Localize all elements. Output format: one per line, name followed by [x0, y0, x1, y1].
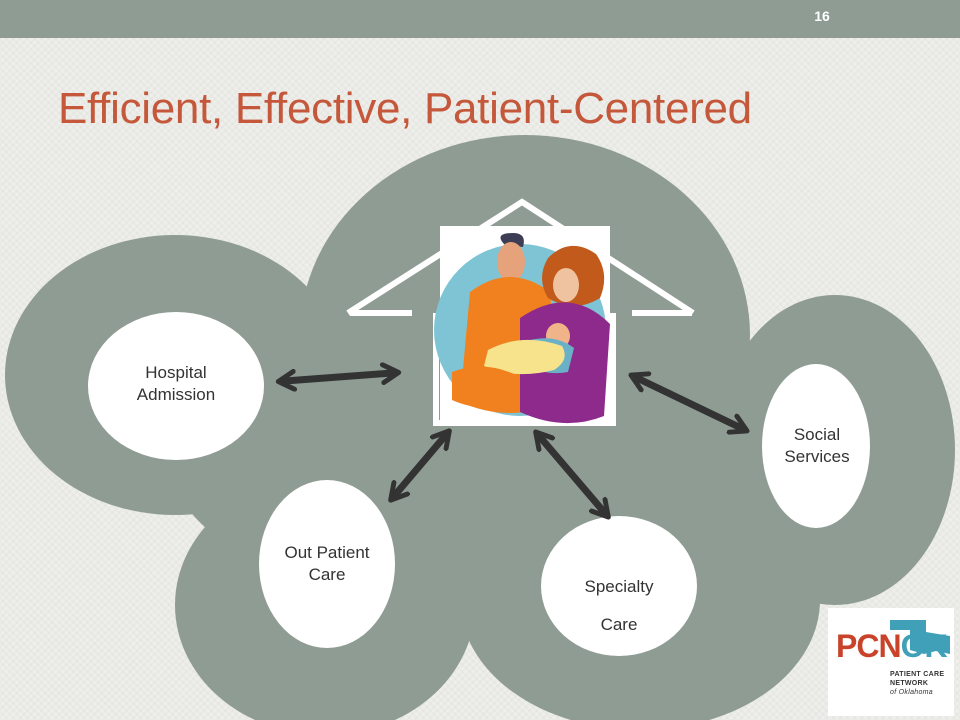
slide-title: Efficient, Effective, Patient-Centered: [58, 84, 752, 133]
specialty-care-node: [541, 516, 697, 656]
top-bar: 16: [0, 0, 960, 38]
pcnok-logo: PCNOK PATIENT CARE NETWORK of Oklahoma: [828, 608, 954, 716]
slide-number: 16: [814, 8, 830, 24]
hospital-admission-label: Hospital Admission: [136, 363, 216, 404]
arrow-hospital: [285, 373, 392, 381]
logo-tagline: PATIENT CARE NETWORK of Oklahoma: [890, 671, 945, 696]
hospital-admission-node: [88, 312, 264, 460]
arrow-outpatient: [395, 436, 445, 495]
family-illustration: [434, 233, 610, 424]
logo-pcn: PCN: [836, 628, 902, 664]
out-patient-care-node: [259, 480, 395, 648]
specialty-care-label: Specialty Care: [584, 577, 654, 634]
arrow-specialty: [540, 437, 604, 512]
arrow-social: [637, 378, 741, 428]
logo-ok: OK: [900, 628, 948, 664]
social-services-node: [762, 364, 870, 528]
oklahoma-state-icon: [890, 620, 950, 654]
social-services-label: Social Services: [784, 425, 850, 466]
family-home-icon: [346, 198, 695, 445]
out-patient-care-label: Out Patient Care: [284, 543, 370, 584]
